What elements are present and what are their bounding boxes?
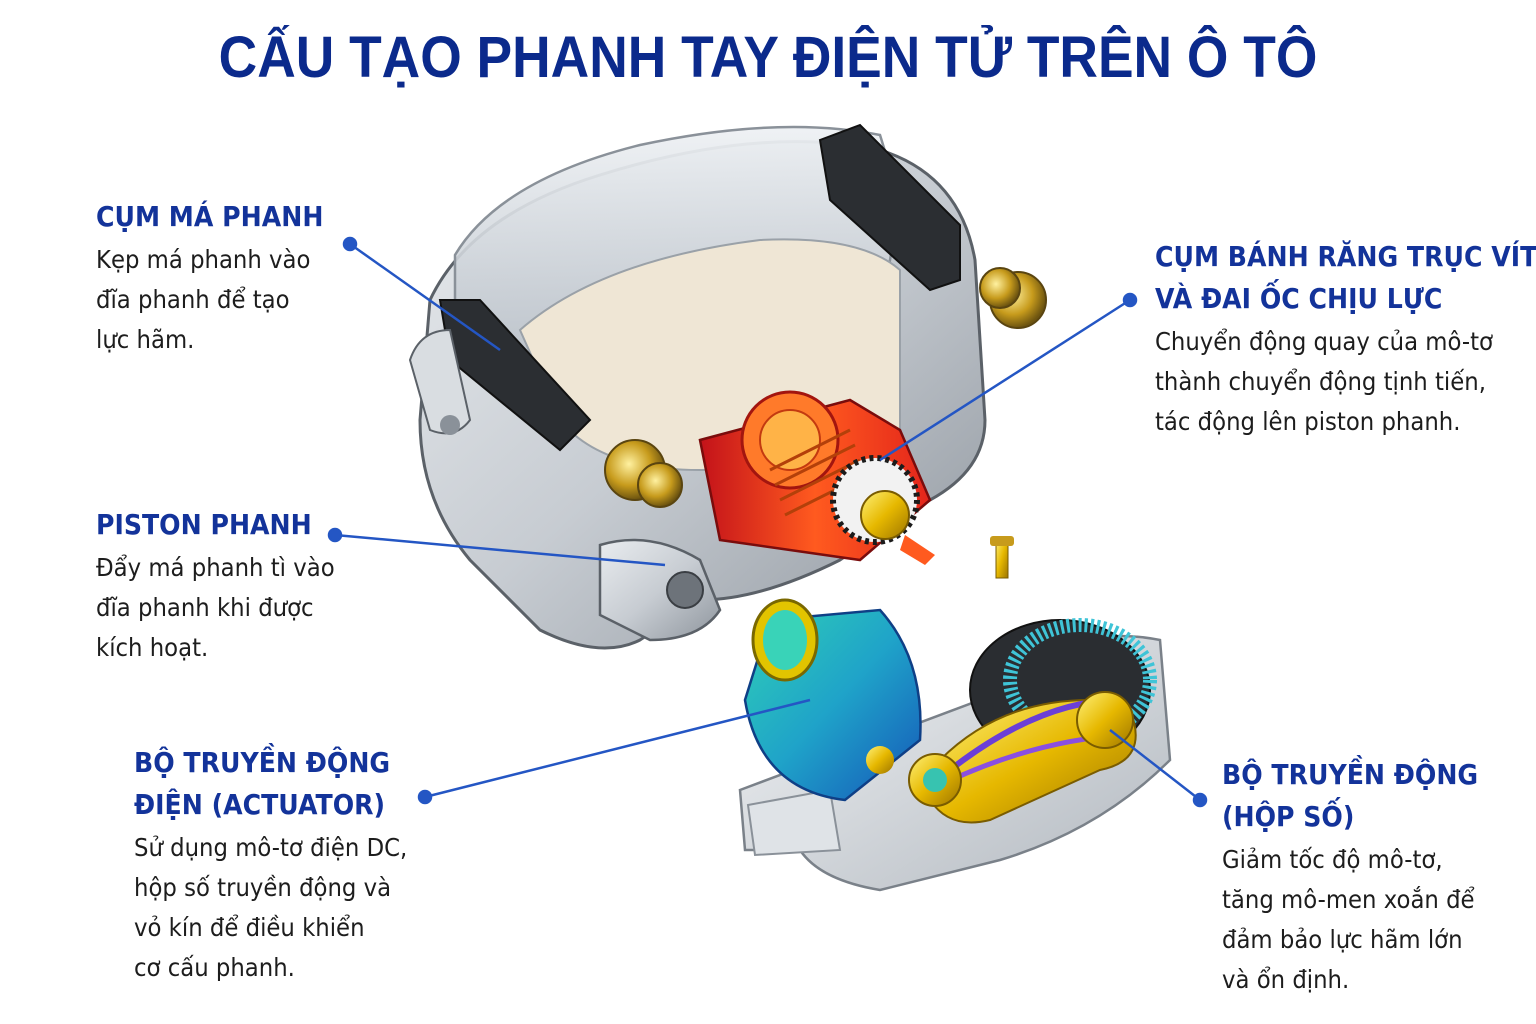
label-desc-line: Đẩy má phanh tì vào: [96, 553, 335, 582]
label-desc-line: hộp số truyền động và: [134, 873, 392, 902]
label-heading: PISTON PHANH: [96, 508, 312, 541]
label-heading: CỤM MÁ PHANH: [96, 200, 324, 233]
label-desc-line: Giảm tốc độ mô-tơ,: [1222, 845, 1443, 874]
label-gearbox: BỘ TRUYỀN ĐỘNG (HỘP SỐ) Giảm tốc độ mô-t…: [1222, 754, 1507, 1000]
label-desc-line: đảm bảo lực hãm lớn: [1222, 925, 1463, 954]
label-screw-nut: CỤM BÁNH RĂNG TRỤC VÍT VÀ ĐAI ỐC CHỊU LỰ…: [1155, 236, 1536, 442]
label-heading: CỤM BÁNH RĂNG TRỤC VÍT: [1155, 240, 1536, 273]
label-piston: PISTON PHANH Đẩy má phanh tì vào đĩa pha…: [96, 504, 353, 668]
label-heading: VÀ ĐAI ỐC CHỊU LỰC: [1155, 282, 1443, 315]
label-heading: (HỘP SỐ): [1222, 800, 1355, 833]
label-desc-line: Sử dụng mô-tơ điện DC,: [134, 833, 408, 862]
page-title: CẤU TẠO PHANH TAY ĐIỆN TỬ TRÊN Ô TÔ: [218, 25, 1318, 90]
label-actuator: BỘ TRUYỀN ĐỘNG ĐIỆN (ACTUATOR) Sử dụng m…: [134, 742, 428, 988]
label-desc-line: thành chuyển động tịnh tiến,: [1155, 367, 1486, 396]
label-heading: ĐIỆN (ACTUATOR): [134, 788, 386, 821]
label-desc-line: đĩa phanh khi được: [96, 593, 314, 622]
label-desc-line: và ổn định.: [1222, 965, 1350, 994]
label-desc-line: tăng mô-men xoắn để: [1222, 885, 1475, 914]
label-desc-line: Kẹp má phanh vào: [96, 245, 311, 274]
label-desc-line: Chuyển động quay của mô-tơ: [1155, 327, 1493, 356]
label-desc-line: lực hãm.: [96, 325, 195, 354]
label-heading: BỘ TRUYỀN ĐỘNG: [1222, 758, 1479, 791]
label-desc-line: tác động lên piston phanh.: [1155, 407, 1461, 436]
label-heading: BỘ TRUYỀN ĐỘNG: [134, 746, 391, 779]
label-desc-line: cơ cấu phanh.: [134, 953, 295, 982]
label-desc-line: kích hoạt.: [96, 633, 209, 662]
label-desc-line: đĩa phanh để tạo: [96, 285, 290, 314]
label-desc-line: vỏ kín để điều khiển: [134, 913, 365, 942]
label-brake-pad: CỤM MÁ PHANH Kẹp má phanh vào đĩa phanh …: [96, 196, 349, 360]
